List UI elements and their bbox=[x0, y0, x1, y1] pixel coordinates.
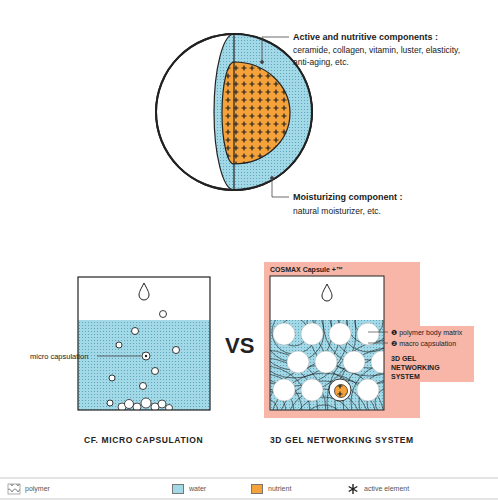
callout-label: ❷ macro capsulation bbox=[391, 339, 456, 348]
macro-capsule bbox=[273, 323, 295, 345]
legend-label: active element bbox=[364, 484, 409, 494]
polymer-arc bbox=[315, 320, 384, 376]
polymer-arc bbox=[302, 405, 346, 410]
part-label: micro capsulation bbox=[30, 351, 88, 362]
macro-capsule bbox=[329, 323, 351, 345]
macro-capsule bbox=[273, 379, 295, 401]
macro-capsule bbox=[343, 351, 365, 373]
heading-label: Active and nutritive components : bbox=[293, 31, 438, 44]
body-label: ceramide, collagen, vitamin, luster, ela… bbox=[293, 44, 473, 68]
heading-label: Moisturizing component : bbox=[293, 191, 403, 204]
legend-frame bbox=[0, 478, 498, 499]
polymer-arc bbox=[270, 320, 340, 378]
legend-label: polymer bbox=[25, 484, 50, 494]
gel-panel: COSMAX Capsule +™ ❶ polymer body matrix ❷ … bbox=[264, 262, 474, 418]
caption: CF. MICRO CAPSULATION bbox=[84, 434, 203, 446]
macro-capsule bbox=[287, 351, 309, 373]
polymer-arc bbox=[347, 320, 384, 344]
macro-capsule bbox=[357, 379, 379, 401]
macro-capsule bbox=[371, 351, 384, 373]
polymer-arc bbox=[270, 398, 278, 410]
panel-header: COSMAX Capsule +™ bbox=[270, 265, 343, 274]
legend-label: nutrient bbox=[268, 484, 291, 494]
vs-label: VS bbox=[225, 330, 254, 362]
polymer-arc bbox=[327, 340, 384, 410]
macro-capsule bbox=[357, 323, 379, 345]
callout-label: ❶ polymer body matrix bbox=[391, 328, 462, 337]
micro-capsulation-box bbox=[78, 277, 210, 412]
body-label: natural moisturizer, etc. bbox=[293, 205, 381, 217]
nutrient-core bbox=[335, 385, 348, 398]
macro-capsule bbox=[329, 379, 351, 401]
legend-swatch bbox=[172, 484, 184, 494]
legend-swatch bbox=[251, 484, 263, 494]
polymer-swatch bbox=[8, 484, 20, 494]
asterisk-symbol bbox=[349, 484, 358, 494]
macro-capsule bbox=[301, 323, 323, 345]
legend-label: water bbox=[189, 484, 206, 494]
polymer-arc bbox=[270, 373, 378, 410]
system-label: 3D GEL NETWORKING SYSTEM bbox=[391, 354, 451, 381]
leader-line bbox=[261, 37, 290, 197]
capsule-sphere bbox=[156, 34, 312, 190]
macro-capsule bbox=[315, 351, 337, 373]
macro-capsule bbox=[301, 379, 323, 401]
caption: 3D GEL NETWORKING SYSTEM bbox=[270, 434, 414, 446]
